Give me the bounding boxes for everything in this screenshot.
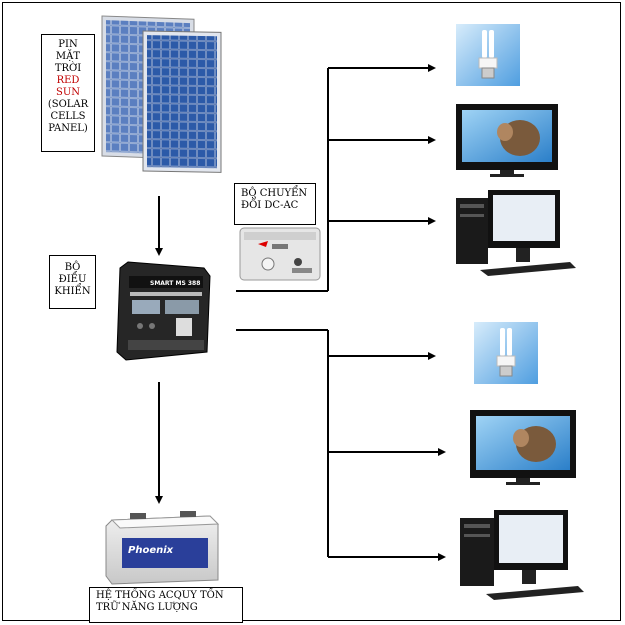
controller-label-line: KHIỂN bbox=[54, 286, 91, 297]
solar-label-line: MẶT bbox=[55, 51, 81, 62]
solar-panel-label: PIN MẶT TRỜI RED SUN (SOLAR CELLS PANEL) bbox=[41, 34, 95, 152]
solar-panel-icon bbox=[101, 15, 222, 173]
charge-controller-icon: SMART MS 388 bbox=[116, 261, 211, 361]
battery-label: HỆ THỐNG ACQUY TỒN TRỮ NĂNG LƯỢNG bbox=[89, 587, 243, 623]
lcd-tv-icon bbox=[470, 410, 576, 485]
desktop-computer-icon bbox=[460, 510, 584, 600]
solar-label-line: (SOLAR bbox=[47, 99, 89, 110]
battery-brand-text: Phoenix bbox=[128, 545, 174, 556]
ac-branch-connector bbox=[236, 64, 436, 292]
controller-label: BỘ ĐIỀU KHIỂN bbox=[49, 255, 96, 309]
solar-label-line: CELLS bbox=[50, 111, 86, 122]
battery-label-line: HỆ THỐNG ACQUY TỒN bbox=[96, 590, 224, 601]
solar-label-brand-line: RED bbox=[56, 75, 80, 86]
controller-label-line: ĐIỀU bbox=[58, 274, 87, 285]
dc-branch-connector bbox=[236, 329, 446, 561]
solar-label-line: PANEL) bbox=[48, 123, 88, 134]
converter-label-line: ĐỔI DC-AC bbox=[241, 200, 299, 211]
solar-label-brand-line: SUN bbox=[55, 87, 81, 98]
cfl-bulb-icon bbox=[456, 24, 520, 86]
inverter-icon bbox=[239, 227, 321, 281]
solar-label-line: TRỜI bbox=[54, 63, 82, 74]
battery-label-line: TRỮ NĂNG LƯỢNG bbox=[96, 602, 198, 613]
controller-brand-text: SMART MS 388 bbox=[150, 280, 200, 287]
solar-label-line: PIN bbox=[58, 39, 78, 50]
desktop-computer-icon bbox=[456, 190, 576, 276]
converter-label-line: BỘ CHUYỂN bbox=[241, 188, 308, 199]
lcd-tv-icon bbox=[456, 104, 558, 177]
converter-label: BỘ CHUYỂN ĐỔI DC-AC bbox=[234, 183, 316, 225]
controller-label-line: BỘ bbox=[64, 262, 81, 273]
cfl-bulb-icon bbox=[474, 322, 538, 384]
battery-icon: Phoenix bbox=[105, 511, 220, 585]
